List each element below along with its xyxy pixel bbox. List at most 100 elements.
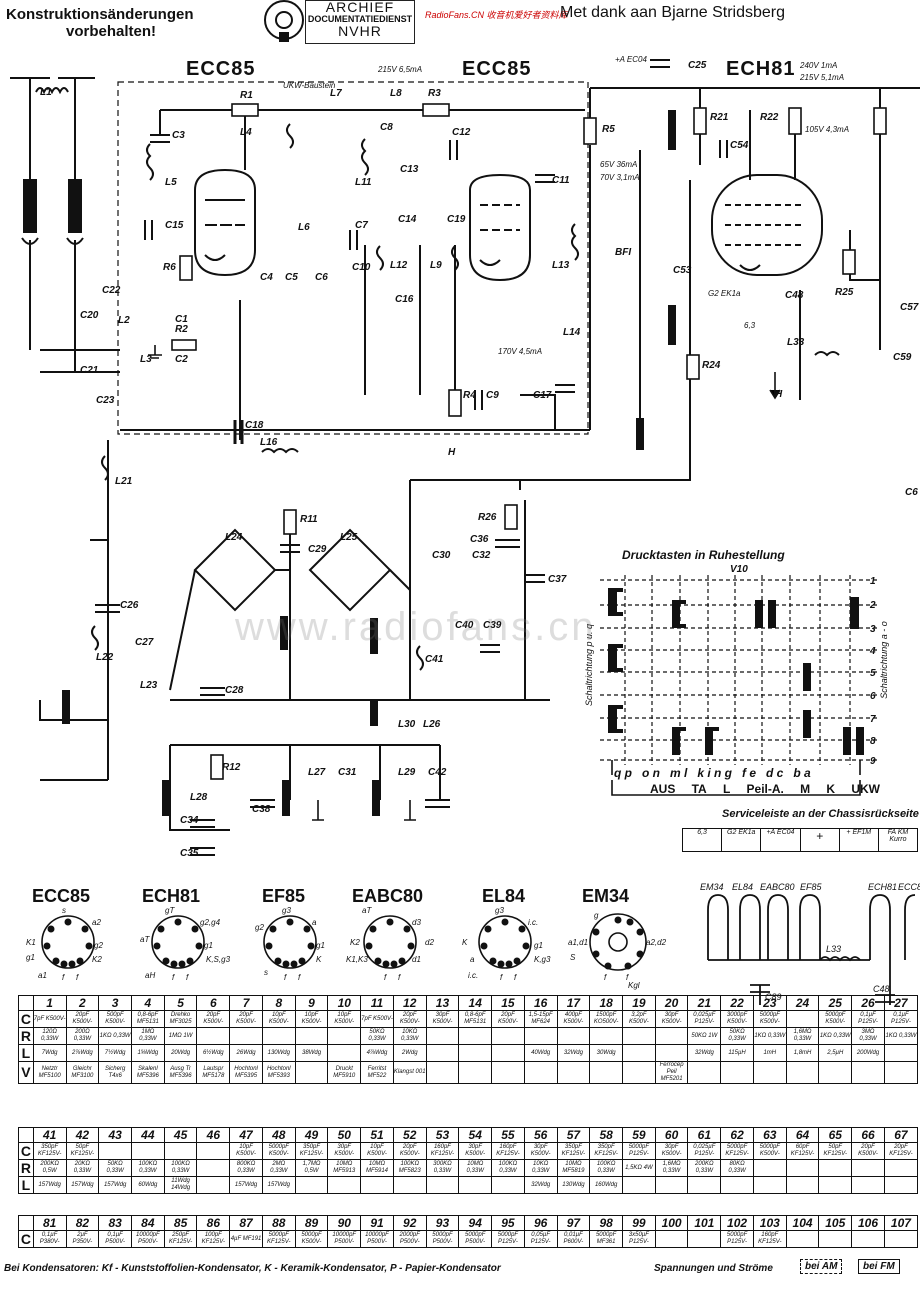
svg-text:f: f — [62, 973, 65, 982]
svg-text:i.c.: i.c. — [528, 918, 538, 927]
part-value-cell-l: 30Wdg — [589, 1044, 623, 1062]
part-number-cell: 3 — [98, 995, 132, 1011]
part-number-cell: 100 — [654, 1215, 689, 1231]
part-value-cell-c — [851, 1230, 885, 1248]
part-value-cell-c: 20pF K500V- — [491, 1010, 525, 1028]
svg-text:f: f — [500, 973, 503, 982]
svg-text:a: a — [470, 955, 475, 964]
label-BFI: BFI — [615, 247, 631, 258]
label-C9: C9 — [486, 390, 499, 401]
part-number-cell: 9 — [294, 995, 329, 1011]
button-label-aus[interactable]: AUS — [650, 782, 676, 796]
svg-text:d3: d3 — [412, 918, 421, 927]
part-value-cell-c: 5000pF K500V- — [818, 1010, 853, 1028]
part-number-cell: 86 — [196, 1215, 231, 1231]
part-value-cell-l: 7Wdg — [32, 1044, 67, 1062]
label-L25: L25 — [340, 532, 358, 543]
label-L24: L24 — [225, 532, 243, 543]
part-value-cell-l — [458, 1176, 493, 1194]
part-number-cell: 55 — [491, 1127, 525, 1143]
svg-text:i.c.: i.c. — [468, 971, 478, 980]
label-L14: L14 — [563, 327, 581, 338]
part-number-cell: 63 — [752, 1127, 787, 1143]
part-number-cell: 84 — [130, 1215, 165, 1231]
part-value-cell-r: 80KΩ 0,33W — [720, 1159, 754, 1177]
part-value-cell-l: 157Wdg — [98, 1176, 132, 1194]
part-value-cell-c: 10pF K500V- — [360, 1142, 394, 1160]
part-value-cell-v — [851, 1061, 885, 1084]
part-value-cell-v — [491, 1061, 525, 1084]
part-value-cell-r — [785, 1159, 820, 1177]
part-number-cell: 10 — [327, 995, 362, 1011]
svg-text:g: g — [594, 911, 599, 920]
part-value-cell-r — [294, 1027, 329, 1045]
part-value-cell-v: Gleichr MF3100 — [65, 1061, 100, 1084]
label-C25: C25 — [688, 60, 707, 71]
rail-label-l33: L33 — [826, 944, 841, 954]
part-value-cell-l — [458, 1044, 493, 1062]
stamp-line3: NVHR — [338, 23, 382, 39]
part-value-cell-v: Netztr MF5100 — [32, 1061, 67, 1084]
voltage-215-51: 215V 5,1mA — [799, 73, 844, 82]
part-number-cell: 65 — [818, 1127, 853, 1143]
part-value-cell-v: Hochtonl MF5393 — [261, 1061, 296, 1084]
label-R6: R6 — [163, 262, 176, 273]
schematic-diagram: L1 R1 L4 C3 L5 C15 R6 C4 C5 L6 C6 L7 L8 … — [10, 55, 920, 859]
button-row-5: 5 — [870, 668, 876, 679]
part-value-cell-c: 10pF K500V- — [229, 1142, 263, 1160]
part-value-cell-r — [458, 1027, 493, 1045]
svg-text:f: f — [76, 973, 79, 982]
part-value-cell-v — [523, 1061, 558, 1084]
part-value-cell-c — [785, 1010, 820, 1028]
label-C34: C34 — [180, 815, 199, 826]
part-value-cell-c: 3,2pF K500V- — [622, 1010, 656, 1028]
part-number-cell: 88 — [261, 1215, 296, 1231]
button-label-ta[interactable]: TA — [691, 782, 707, 796]
pushbutton-title: Drucktasten in Ruhestellung — [622, 548, 785, 562]
button-label-peil[interactable]: Peil-A. — [746, 782, 784, 796]
svg-text:K: K — [462, 938, 468, 947]
button-label-m[interactable]: M — [800, 782, 811, 796]
part-value-cell-l: 1mH — [752, 1044, 787, 1062]
footer-bei-am: bei AM — [800, 1259, 843, 1274]
part-value-cell-c: 5000pF KF125V- — [261, 1230, 296, 1248]
part-value-cell-r: 3MΩ 0,33W — [851, 1027, 885, 1045]
part-number-cell: 85 — [163, 1215, 198, 1231]
part-value-cell-v: Hochtonl MF5395 — [229, 1061, 263, 1084]
part-value-cell-c: 160pF KF125V- — [752, 1230, 787, 1248]
label-C11: C11 — [552, 175, 570, 186]
part-value-cell-r — [425, 1027, 460, 1045]
header-note-line1: Konstruktionsänderungen — [6, 6, 194, 23]
pinout-title-ech81: ECH81 — [142, 886, 201, 906]
part-value-cell-v — [720, 1061, 754, 1084]
part-value-cell-l: 115µH — [720, 1044, 754, 1062]
label-L3: L3 — [140, 354, 152, 365]
button-label-l[interactable]: L — [722, 782, 731, 796]
part-number-cell: 27 — [883, 995, 919, 1011]
part-value-cell-c: 350pF KF125V- — [32, 1142, 67, 1160]
part-number-cell: 83 — [98, 1215, 132, 1231]
part-value-cell-c: 0,01µF P600V- — [556, 1230, 591, 1248]
rail-label-ecc85: ECC85 — [898, 882, 920, 892]
button-row-7: 7 — [870, 714, 876, 725]
part-value-cell-r — [752, 1159, 787, 1177]
part-value-cell-c: 0,1µF P125V- — [851, 1010, 885, 1028]
label-C3: C3 — [172, 130, 185, 141]
stamp-line2: DOCUMENTATIEDIENST — [307, 14, 413, 24]
svg-text:a2,d2: a2,d2 — [646, 938, 667, 947]
part-value-cell-c: 350pF KF125V- — [589, 1142, 623, 1160]
label-C38: C38 — [252, 804, 271, 815]
button-label-ukw[interactable]: UKW — [851, 782, 880, 796]
button-label-k[interactable]: K — [826, 782, 836, 796]
part-value-cell-r — [883, 1159, 919, 1177]
label-L27: L27 — [308, 767, 326, 778]
part-value-cell-c: 30pF K500V- — [458, 1142, 493, 1160]
part-value-cell-v: Ferritst MF522 — [360, 1061, 394, 1084]
part-value-cell-c: 5000pF MF361 — [589, 1230, 623, 1248]
part-value-cell-l — [425, 1176, 460, 1194]
part-number-cell: 44 — [130, 1127, 165, 1143]
part-number-cell: 48 — [261, 1127, 296, 1143]
service-item-4: + — [801, 829, 840, 851]
